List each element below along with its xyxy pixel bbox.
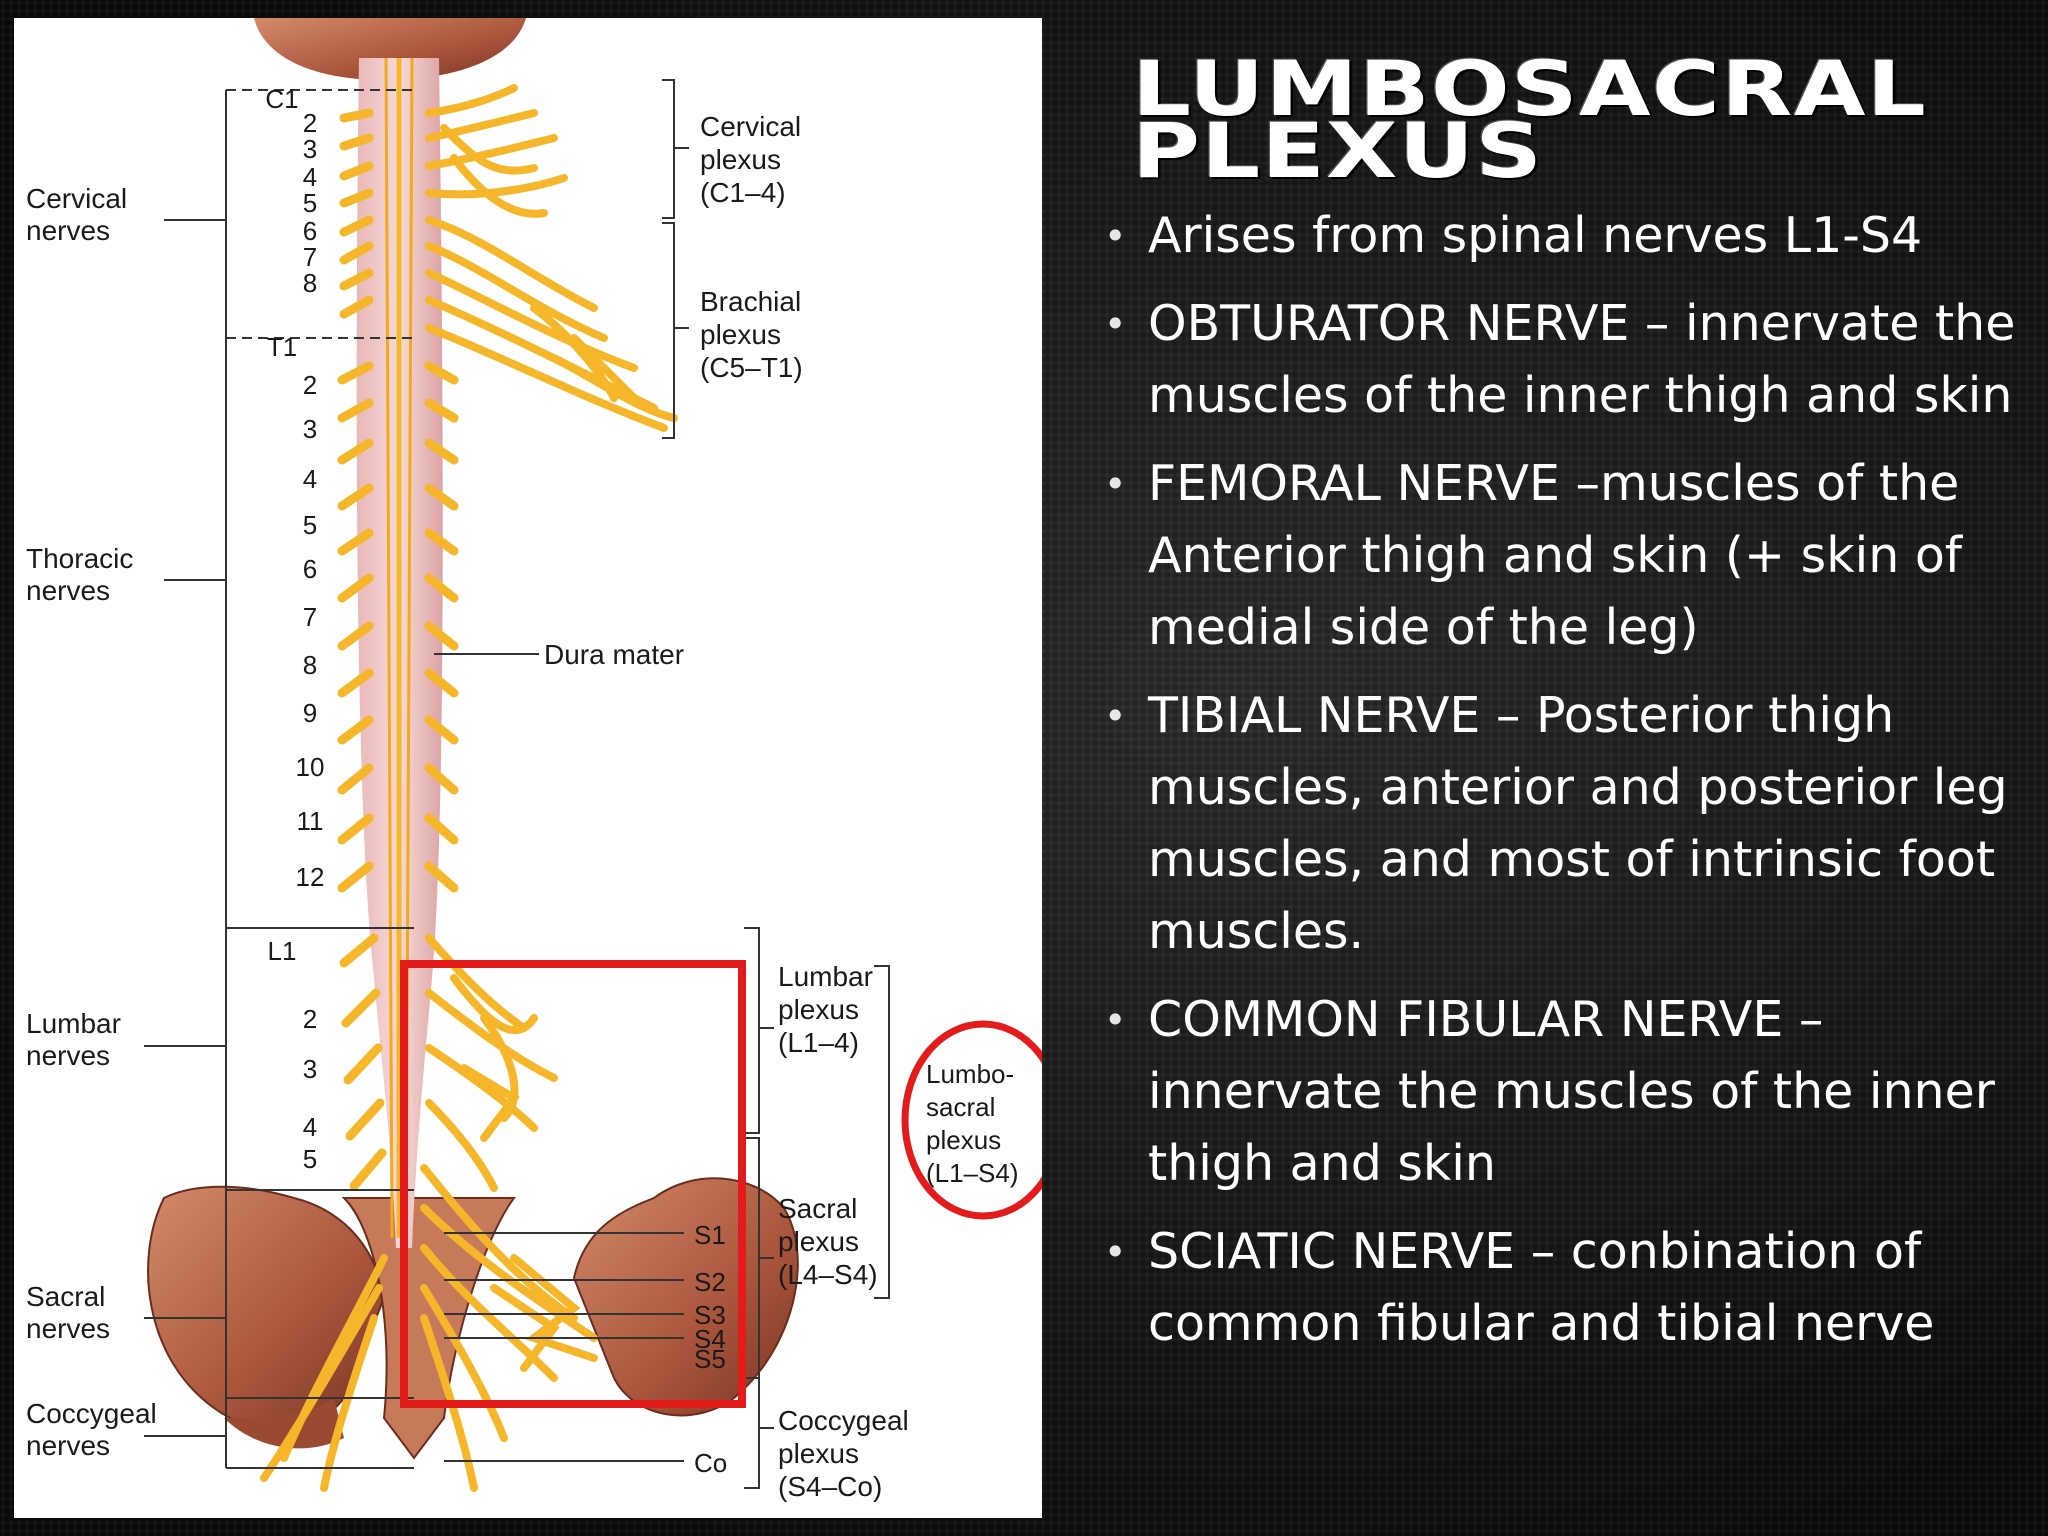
bullet-tibial-nerve: TIBIAL NERVE – Posterior thigh muscles, …: [1104, 680, 2019, 968]
thoracic-segment-9: 9: [303, 698, 317, 728]
cervical-segment-2: 2: [303, 108, 317, 138]
cervical-segment-4: 4: [303, 162, 317, 192]
lumbar-segment-4: 4: [303, 1112, 317, 1142]
thoracic-segment-12: 12: [296, 862, 325, 892]
bullet-femoral-nerve: FEMORAL NERVE –muscles of the Anterior t…: [1104, 448, 2019, 664]
spinal-nerve-roots: [337, 108, 459, 1191]
plexus-brackets: [434, 79, 890, 1489]
cervical-segment-7: 7: [303, 242, 317, 272]
thoracic-segment-3: 3: [303, 414, 317, 444]
bullet-obturator-nerve: OBTURATOR NERVE – innervate the muscles …: [1104, 288, 2019, 432]
lumbar-segment-5: 5: [303, 1144, 317, 1174]
sacral-label-s2: S2: [694, 1267, 726, 1297]
thoracic-segment-2: 2: [303, 370, 317, 400]
thoracic-segment-11: 11: [297, 806, 324, 836]
thoracic-segment-4: 4: [303, 464, 317, 494]
bullet-common-fibular-nerve: COMMON FIBULAR NERVE – innervate the mus…: [1104, 984, 2019, 1200]
bullet-sciatic-nerve: SCIATIC NERVE – conbination of common fi…: [1104, 1216, 2019, 1360]
thoracic-segment-5: 5: [303, 510, 317, 540]
lumbar-segment-3: 3: [303, 1054, 317, 1084]
slide-title: LUMBOSACRAL PLEXUS: [1132, 44, 1928, 195]
thoracic-segment-6: 6: [303, 554, 317, 584]
thoracic-segment-7: 7: [303, 602, 317, 632]
lumbosacral-highlight-circle: [901, 1020, 1042, 1220]
bullet-list: Arises from spinal nerves L1-S4 OBTURATO…: [1104, 200, 2019, 1376]
cervical-segment-5: 5: [303, 188, 317, 218]
brain-base: [254, 18, 526, 80]
cervical-segment-8: 8: [303, 268, 317, 298]
bullet-origin: Arises from spinal nerves L1-S4: [1104, 200, 2019, 272]
sacral-label-s5: S5: [694, 1344, 726, 1374]
lumbosacral-plexus: [260, 934, 598, 1492]
dura-mater-label: Dura mater: [544, 639, 684, 670]
cervical-segment-c1: C1: [265, 84, 298, 114]
lumbar-segment-l1: L1: [268, 936, 297, 966]
sacral-label-s4: S4: [694, 1324, 726, 1354]
thoracic-segment-8: 8: [303, 650, 317, 680]
cervical-brachial-plexus: [425, 84, 678, 432]
cervical-segment-3: 3: [303, 134, 317, 164]
sacral-label-s3: S3: [694, 1300, 726, 1330]
lumbosacral-highlight-box: [400, 960, 746, 1408]
lumbar-segment-2: 2: [303, 1004, 317, 1034]
thoracic-segment-t1: T1: [267, 332, 297, 362]
sacral-label-s1: S1: [694, 1220, 726, 1250]
thoracic-segment-10: 10: [296, 752, 325, 782]
region-brackets: [144, 89, 414, 1469]
cervical-segment-6: 6: [303, 216, 317, 246]
sacral-label-co: Co: [694, 1448, 727, 1478]
